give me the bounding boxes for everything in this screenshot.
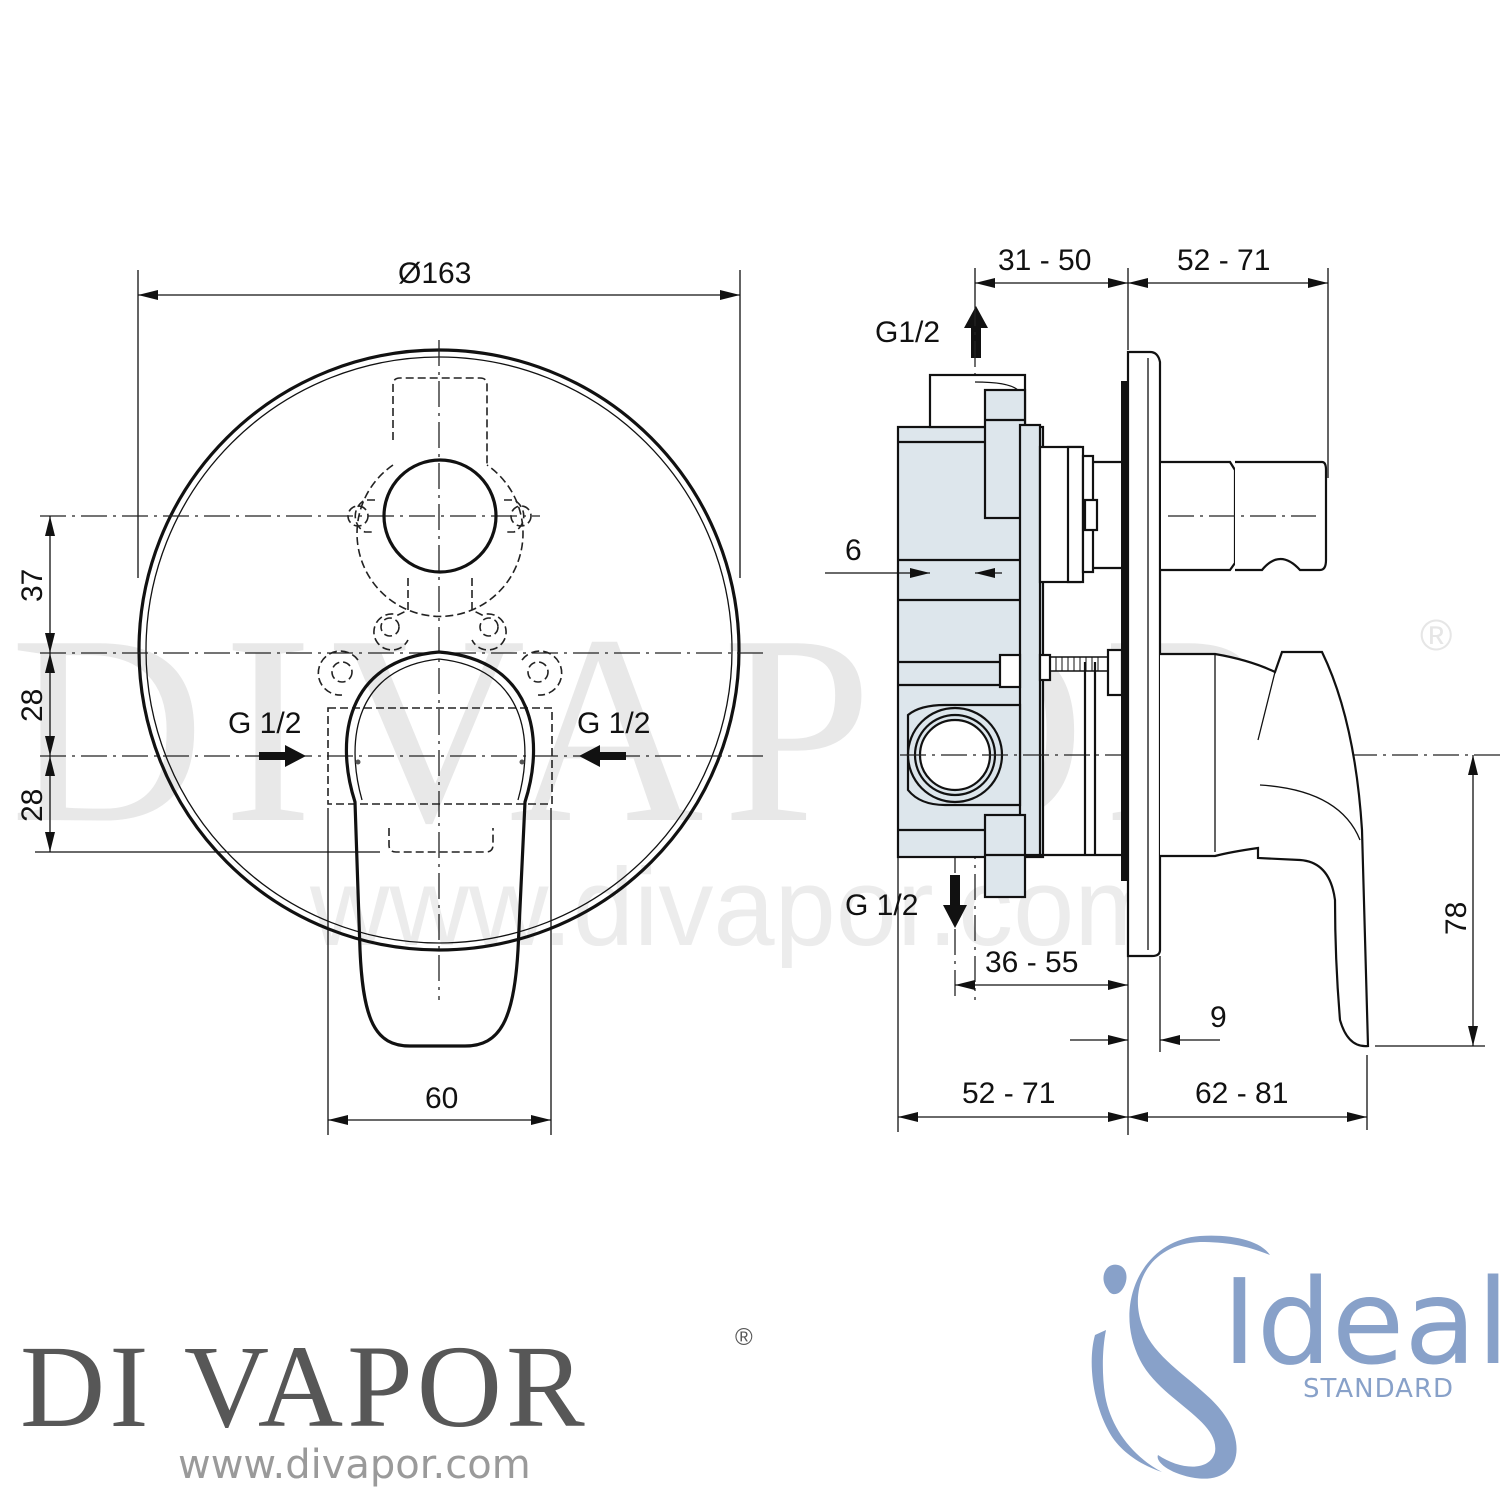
diameter-label: Ø163 (398, 257, 471, 290)
watermark-brand: DIVAPOR (10, 580, 1301, 879)
dim-78-label: 78 (1440, 902, 1473, 935)
front-view: Ø163 (16, 257, 765, 1135)
dim-36-55-label: 36 - 55 (985, 946, 1078, 979)
cover-plate-profile (1126, 350, 1162, 958)
watermark-registered: ® (1420, 611, 1452, 660)
dim-6-label: 6 (845, 534, 862, 567)
divapor-url: www.divapor.com (178, 1442, 531, 1488)
dim-28-lower-label: 28 (16, 789, 49, 822)
divapor-logo: DI VAPOR ® www.divapor.com (20, 1321, 753, 1488)
outlet-top-label: G1/2 (875, 316, 940, 349)
dim-62-81-label: 62 - 81 (1195, 1077, 1288, 1110)
outlet-down-arrow-icon (943, 875, 967, 928)
dim-37-label: 37 (16, 569, 49, 602)
inlet-right-label: G 1/2 (577, 707, 650, 740)
ideal-word: Ideal (1222, 1253, 1500, 1391)
inlet-left-arrow-icon (259, 745, 306, 767)
inlet-left-label: G 1/2 (228, 707, 301, 740)
lever-handle (344, 650, 536, 1048)
watermark: DIVAPOR ® www.divapor.com (10, 580, 1452, 969)
standard-word: STANDARD (1303, 1374, 1454, 1404)
ideal-standard-swoosh-icon (1129, 1235, 1270, 1479)
side-view: 31 - 50 52 - 71 G1/2 (825, 244, 1500, 1135)
divapor-logo-text: DI VAPOR (20, 1321, 589, 1452)
dim-52-71-top-label: 52 - 71 (1177, 244, 1270, 277)
dim-31-50-label: 31 - 50 (998, 244, 1091, 277)
diverter-knob (1235, 460, 1328, 572)
lever-side-profile (1160, 650, 1370, 1048)
inlet-right-arrow-icon (579, 745, 626, 767)
dim-60-label: 60 (425, 1082, 458, 1115)
diverter-hole (382, 458, 498, 574)
divapor-logo-registered: ® (735, 1324, 753, 1351)
dim-52-71-bottom-label: 52 - 71 (962, 1077, 1055, 1110)
ideal-standard-logo: Ideal STANDARD (1091, 1235, 1500, 1479)
dim-28-upper-label: 28 (16, 689, 49, 722)
outlet-up-arrow-icon (964, 306, 988, 358)
dim-9-label: 9 (1210, 1001, 1227, 1034)
outlet-bottom-label: G 1/2 (845, 889, 918, 922)
